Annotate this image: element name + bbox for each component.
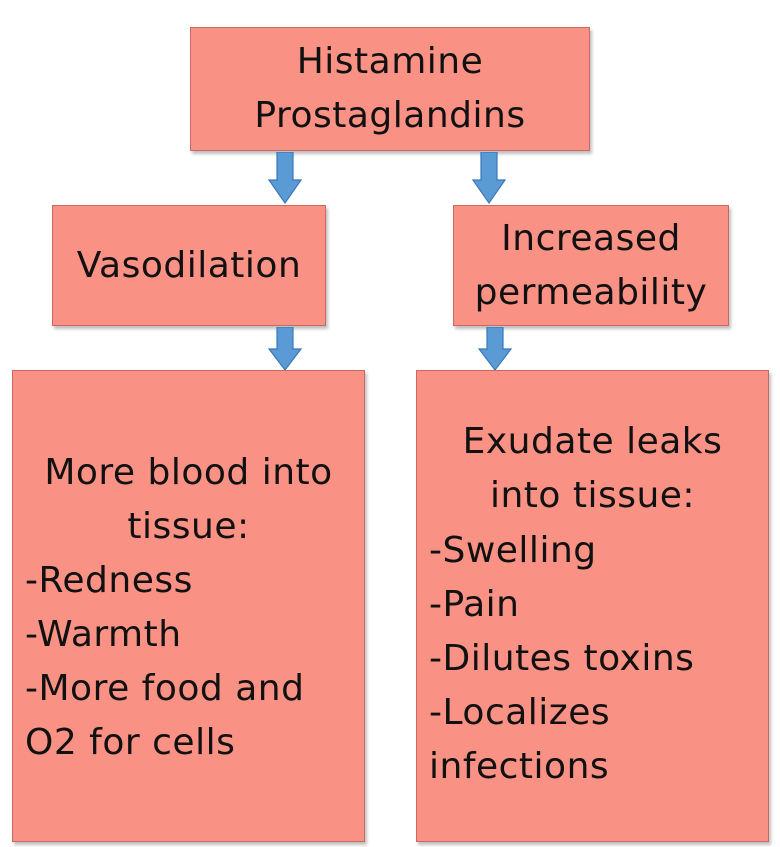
root-node: Histamine Prostaglandins: [190, 27, 590, 151]
heading-line-1: More blood into: [44, 452, 333, 493]
vasodilation-label: Vasodilation: [76, 244, 302, 286]
blood-into-tissue-node: More blood into tissue: -Redness -Warmth…: [12, 370, 365, 842]
list-item: -Localizes: [429, 692, 611, 733]
permeability-label-line-2: permeability: [474, 271, 708, 313]
list-item: O2 for cells: [25, 722, 236, 763]
heading-line-2: tissue:: [127, 506, 250, 547]
list-item: -More food and: [25, 668, 305, 709]
root-label-histamine: Histamine: [296, 41, 484, 82]
list-item: -Redness: [25, 560, 193, 601]
heading-line-2: into tissue:: [489, 475, 696, 516]
down-arrow-icon: [268, 327, 302, 371]
list-item: -Pain: [429, 584, 520, 625]
list-item: -Warmth: [25, 614, 182, 655]
down-arrow-icon: [268, 152, 302, 204]
root-label-prostaglandins: Prostaglandins: [254, 95, 526, 136]
down-arrow-icon: [472, 152, 506, 204]
down-arrow-icon: [478, 327, 512, 371]
effects-list: -Swelling -Pain -Dilutes toxins -Localiz…: [429, 524, 694, 794]
list-item: -Dilutes toxins: [429, 638, 695, 679]
vasodilation-node: Vasodilation: [52, 205, 326, 326]
exudate-leaks-node: Exudate leaks into tissue: -Swelling -Pa…: [416, 370, 769, 842]
permeability-node: Increased permeability: [453, 205, 729, 326]
list-item: infections: [429, 746, 610, 787]
permeability-label-line-1: Increased: [501, 217, 681, 259]
detail-heading: Exudate leaks into tissue:: [417, 415, 768, 523]
heading-line-1: Exudate leaks: [462, 421, 723, 462]
list-item: -Swelling: [429, 530, 597, 571]
detail-heading: More blood into tissue:: [13, 446, 364, 554]
effects-list: -Redness -Warmth -More food and O2 for c…: [25, 554, 304, 770]
